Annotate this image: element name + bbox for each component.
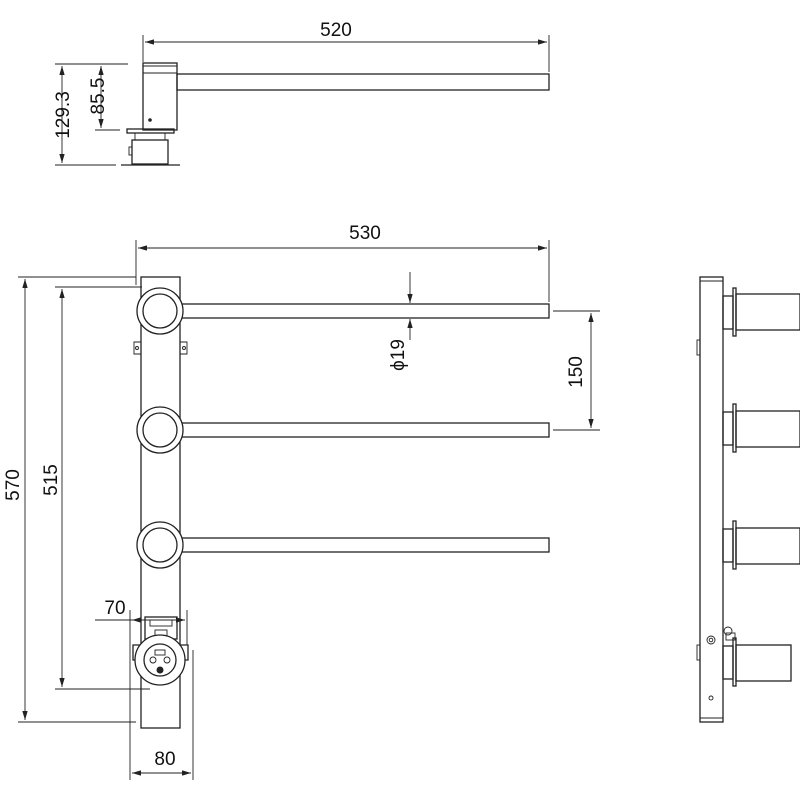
top-view: 520 129.3 85.5 (53, 20, 550, 166)
post (142, 62, 178, 131)
dimension-label-80: 80 (154, 749, 175, 770)
dimension-label-520: 520 (320, 20, 352, 41)
mounting-plate (126, 128, 175, 134)
dimension-label-530: 530 (349, 223, 381, 244)
towel-bar-3 (179, 537, 550, 553)
dimension-label-150: 150 (566, 356, 587, 388)
towel-bar-2 (179, 422, 550, 438)
dimension-label-570: 570 (3, 469, 24, 501)
dimension-label-515: 515 (41, 464, 62, 496)
towel-bar-1 (179, 303, 550, 319)
dimension-label-129-3: 129.3 (53, 91, 74, 139)
dimension-label-70: 70 (104, 598, 125, 619)
front-view: 530 ϕ19 150 570 515 (3, 223, 600, 780)
side-view (696, 276, 800, 723)
dimension-label-85-5: 85.5 (88, 78, 109, 115)
towel-bar (176, 73, 550, 91)
column (140, 276, 181, 729)
connector (132, 616, 189, 686)
dimension-label-diameter: ϕ19 (388, 339, 409, 371)
